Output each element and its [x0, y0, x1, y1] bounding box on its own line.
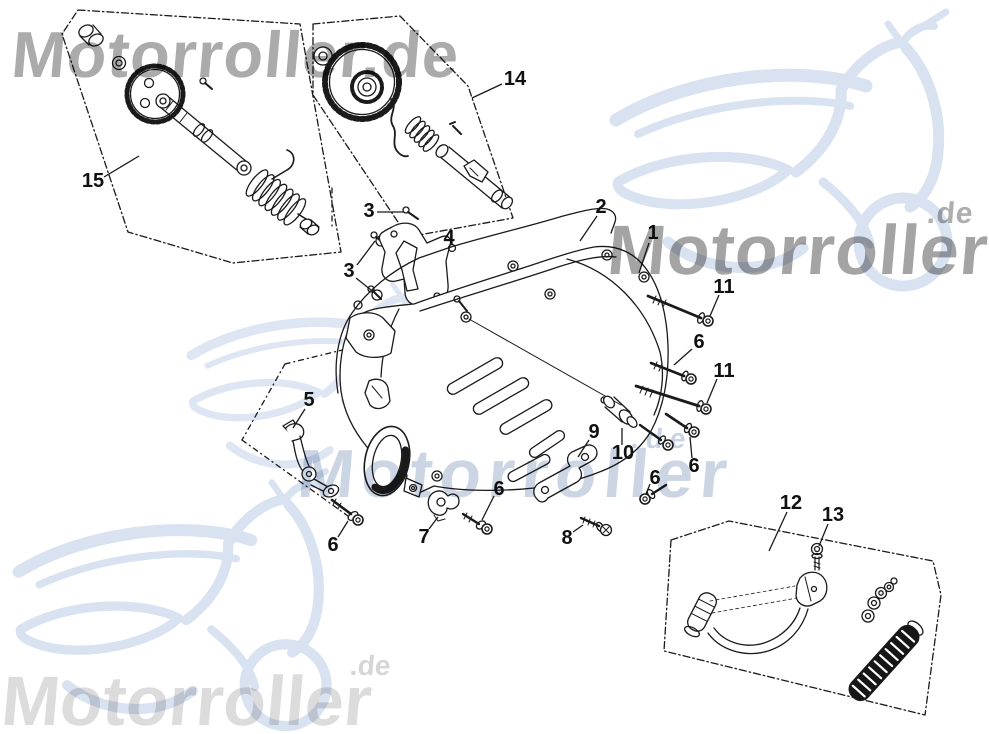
dashed-boundary-box-15 — [61, 9, 342, 264]
footpeg-assembly — [848, 577, 924, 702]
leader-line-part-2 — [579, 215, 598, 242]
kick-shaft-opening — [363, 425, 411, 497]
bolt-part13 — [810, 542, 824, 571]
bolt-part6-left — [330, 498, 364, 526]
leader-line-part-1 — [638, 242, 650, 274]
part-number-callout-14: 14 — [504, 68, 527, 90]
leader-line-part-6 — [337, 520, 349, 538]
part-number-callout-5: 5 — [303, 389, 314, 411]
bracket-part9 — [533, 444, 598, 503]
leader-line-part-6 — [689, 436, 693, 459]
bolt-part6-right-mid — [664, 412, 700, 438]
engine-side-cover-part1 — [339, 245, 669, 498]
leader-line-part-9 — [577, 439, 590, 458]
part-number-callout-11: 11 — [713, 360, 734, 382]
part-number-callout-7: 7 — [418, 526, 429, 548]
dashed-boundary-box-12 — [663, 520, 942, 716]
bolt-part6-right-small — [638, 423, 674, 451]
leader-line-part-8 — [572, 524, 584, 533]
part-number-callout-8: 8 — [561, 527, 572, 549]
part-number-callout-6: 6 — [693, 331, 704, 353]
leader-line-part-11 — [709, 294, 720, 317]
leader-line-part-5 — [292, 408, 306, 429]
part-number-callout-6: 6 — [327, 534, 338, 556]
kickstarter-gear-assembly-part14 — [313, 42, 514, 210]
part-number-callout-1: 1 — [647, 222, 658, 244]
part-number-callout-2: 2 — [595, 196, 606, 218]
leader-line-part-13 — [818, 523, 829, 547]
part-number-callout-6: 6 — [649, 467, 660, 489]
leader-line-part-11 — [706, 378, 718, 404]
bracket-plate-part4 — [378, 222, 452, 306]
stud-part10 — [600, 395, 638, 428]
lever-assembly-part5 — [282, 419, 340, 498]
small-spring-part14 — [404, 116, 440, 152]
part-number-callout-6: 6 — [493, 478, 504, 500]
part-number-callout-4: 4 — [443, 227, 455, 249]
bolt-part8 — [579, 516, 613, 537]
bolt-part11-upper — [646, 294, 714, 327]
part-number-callout-9: 9 — [588, 421, 599, 443]
part-number-callout-3: 3 — [343, 260, 354, 282]
part-number-callout-12: 12 — [780, 492, 802, 514]
leader-line-part-7 — [428, 516, 439, 530]
leader-line-part-14 — [471, 83, 503, 99]
kickstart-lever-part12 — [684, 571, 828, 655]
kickstarter-shaft-assembly-part15 — [78, 24, 320, 236]
leader-line-part-6 — [481, 495, 495, 521]
return-spring-part15 — [245, 149, 307, 226]
leader-line-part-3 — [356, 240, 376, 266]
part-number-callout-13: 13 — [822, 504, 844, 526]
part-number-callout-10: 10 — [612, 442, 634, 464]
part-number-callout-3: 3 — [363, 200, 374, 222]
leader-line-part-6 — [673, 348, 693, 366]
part-number-callout-6: 6 — [688, 455, 699, 477]
screws-part3 — [367, 206, 419, 301]
leader-line-part-3 — [355, 277, 372, 291]
bolt-part6-center — [461, 512, 493, 535]
leader-line-part-6 — [645, 483, 651, 495]
gasket-part2 — [335, 207, 617, 394]
leader-line-part-12 — [768, 511, 788, 552]
part-number-callout-15: 15 — [82, 170, 104, 192]
part-number-callout-11: 11 — [713, 276, 734, 298]
clamp-part7 — [427, 490, 460, 522]
bolt-part11-lower — [634, 384, 712, 415]
dashed-boundary-box-14 — [312, 15, 514, 238]
leader-line-part-15 — [103, 155, 140, 178]
bolt-part6-right-upper — [649, 361, 697, 385]
